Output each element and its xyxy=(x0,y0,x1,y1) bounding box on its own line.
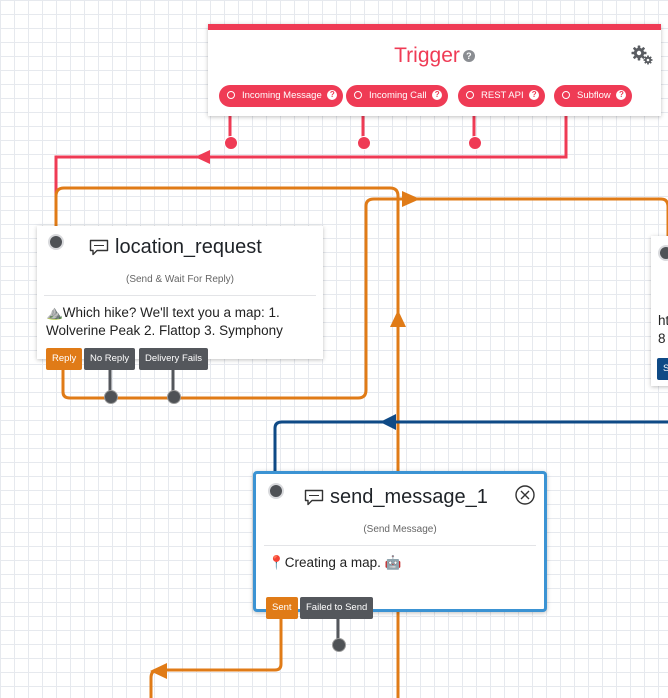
divider xyxy=(264,545,536,546)
send-message-1-widget[interactable]: send_message_1 (Send Message) 📍Creating … xyxy=(253,471,547,612)
widget-title-text: location_request xyxy=(115,236,262,258)
widget-title: location_request xyxy=(89,236,262,259)
widget-subtitle: (Send & Wait For Reply) xyxy=(126,274,234,285)
help-icon[interactable]: ? xyxy=(616,90,627,101)
pill-label: Subflow xyxy=(577,90,611,101)
trigger-output-dot[interactable] xyxy=(224,136,238,150)
trigger-widget[interactable]: Trigger? Incoming Message ? Incoming Cal… xyxy=(208,24,661,116)
input-connector[interactable] xyxy=(268,483,284,499)
help-icon[interactable]: ? xyxy=(462,50,475,63)
trigger-rest-api-button[interactable]: REST API ? xyxy=(458,85,546,107)
output-connector-dot[interactable] xyxy=(332,638,346,652)
output-connector-dot[interactable] xyxy=(104,390,118,404)
widget-body: ht 8 xyxy=(658,312,668,348)
output-connector-dot[interactable] xyxy=(167,390,181,404)
radio-ring-icon xyxy=(562,91,570,100)
body-line: Wolverine Peak 2. Flattop 3. Symphony xyxy=(46,323,283,338)
divider xyxy=(44,295,316,296)
pill-label: Incoming Message xyxy=(242,90,322,101)
help-icon[interactable]: ? xyxy=(529,90,540,101)
chat-bubble-icon xyxy=(304,489,324,506)
delivery-fails-output-button[interactable]: Delivery Fails xyxy=(139,348,209,370)
radio-ring-icon xyxy=(227,91,235,100)
radio-ring-icon xyxy=(354,91,362,100)
input-connector[interactable] xyxy=(658,245,668,261)
trigger-title: Trigger? xyxy=(208,44,661,68)
trigger-output-dot[interactable] xyxy=(357,136,371,150)
input-connector[interactable] xyxy=(48,234,64,250)
body-line: ht xyxy=(658,313,668,328)
body-line: 8 xyxy=(658,331,666,346)
help-icon[interactable]: ? xyxy=(432,90,443,101)
reply-output-button[interactable]: Reply xyxy=(46,348,83,370)
no-reply-output-button[interactable]: No Reply xyxy=(84,348,136,370)
widget-title: send_message_1 xyxy=(304,486,488,509)
trigger-subflow-button[interactable]: Subflow ? xyxy=(554,85,633,107)
pill-label: Incoming Call xyxy=(369,90,427,101)
trigger-incoming-message-button[interactable]: Incoming Message ? xyxy=(219,85,344,107)
pill-label: REST API xyxy=(481,90,524,101)
close-circle-icon[interactable] xyxy=(514,484,536,506)
output-button[interactable]: S xyxy=(657,358,668,380)
trigger-incoming-call-button[interactable]: Incoming Call ? xyxy=(346,85,449,107)
help-icon[interactable]: ? xyxy=(327,90,338,101)
radio-ring-icon xyxy=(466,91,474,100)
offscreen-widget[interactable]: ht 8 S xyxy=(651,236,668,386)
body-line: ⛰️Which hike? We'll text you a map: 1. xyxy=(46,305,280,320)
location-request-widget[interactable]: location_request (Send & Wait For Reply)… xyxy=(37,226,323,359)
trigger-title-text: Trigger xyxy=(394,44,460,67)
widget-body: ⛰️Which hike? We'll text you a map: 1. W… xyxy=(46,304,283,340)
widget-subtitle: (Send Message) xyxy=(363,524,437,535)
chat-bubble-icon xyxy=(89,239,109,256)
gears-icon[interactable] xyxy=(630,44,654,66)
widget-body: 📍Creating a map. 🤖 xyxy=(268,555,402,570)
sent-output-button[interactable]: Sent xyxy=(266,597,298,619)
trigger-output-dot[interactable] xyxy=(468,136,482,150)
widget-title-text: send_message_1 xyxy=(330,486,488,508)
failed-to-send-output-button[interactable]: Failed to Send xyxy=(300,597,374,619)
